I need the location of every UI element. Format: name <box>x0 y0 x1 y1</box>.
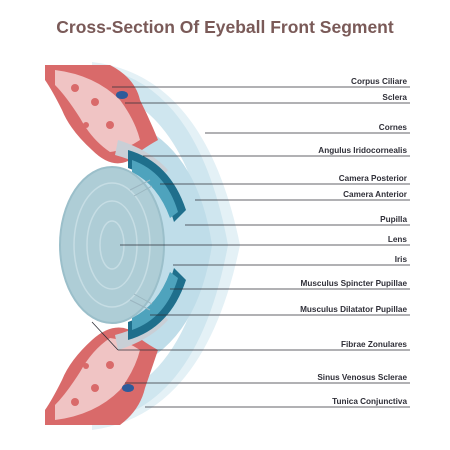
label-corpus-ciliare: Corpus Ciliare <box>351 77 407 86</box>
page-title: Cross-Section Of Eyeball Front Segment <box>56 17 394 37</box>
upper-tissue-cell-1 <box>71 84 79 92</box>
label-angulus-iridocornealis: Angulus Iridocornealis <box>318 146 407 155</box>
lower-tissue-cell-3 <box>106 361 114 369</box>
upper-tissue-cell-4 <box>83 122 89 128</box>
leader-fibrae <box>91 321 119 351</box>
lower-tissue-cell-1 <box>71 398 79 406</box>
lower-tissue-cell-2 <box>91 384 99 392</box>
label-musculus-spincter-pupillae: Musculus Spincter Pupillae <box>300 279 407 288</box>
tunica-conjunctiva-layer <box>92 62 240 430</box>
lower-tissue-cell-4 <box>83 363 89 369</box>
cornea-shape <box>100 68 228 422</box>
label-lens: Lens <box>387 235 407 244</box>
upper-tissue-cell-3 <box>106 121 114 129</box>
label-cornes: Cornes <box>378 123 407 132</box>
leader-lines <box>91 86 410 408</box>
label-sinus-venosus-sclerae: Sinus Venosus Sclerae <box>317 373 407 382</box>
iris-upper-mid <box>132 160 178 218</box>
label-camera-posterior: Camera Posterior <box>338 174 407 183</box>
upper-blue-vessel <box>116 91 128 99</box>
label-pupilla: Pupilla <box>380 215 407 224</box>
iris-lower-mid <box>132 272 178 330</box>
label-camera-anterior: Camera Anterior <box>343 190 407 199</box>
label-fibrae-zonulares: Fibrae Zonulares <box>341 340 407 349</box>
lower-blue-vessel <box>122 384 134 392</box>
label-tunica-conjunctiva: Tunica Conjunctiva <box>332 397 407 406</box>
label-musculus-dilatator-pupillae: Musculus Dilatator Pupillae <box>300 305 407 314</box>
label-sclera: Sclera <box>382 93 407 102</box>
upper-tissue-cell-2 <box>91 98 99 106</box>
fibrae-zonulares-lines <box>129 179 153 311</box>
label-iris: Iris <box>394 255 407 264</box>
